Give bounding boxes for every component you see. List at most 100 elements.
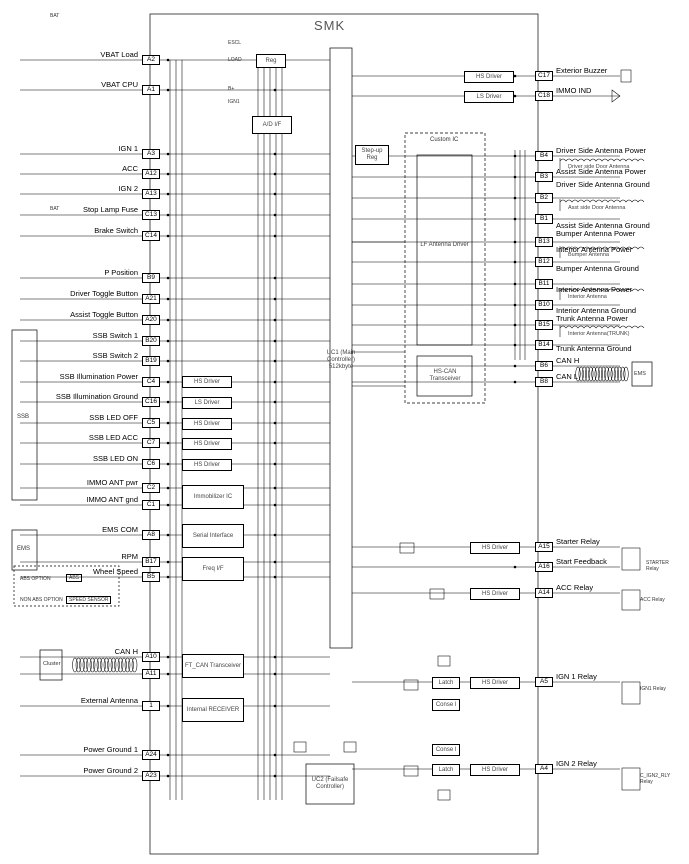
left-pin: A12	[142, 169, 160, 179]
left-signal-label: Brake Switch	[94, 226, 138, 235]
left-pin: B20	[142, 336, 160, 346]
ems2-box	[631, 361, 653, 387]
antenna-label: Asst side Door Antenna	[568, 205, 626, 211]
left-signal-label: CAN H	[114, 647, 138, 656]
right-pin: B4	[535, 151, 553, 161]
right-pin: A16	[535, 562, 553, 572]
left-signal-label: Wheel Speed	[92, 567, 138, 576]
right-extra-label: Bumper Antenna Ground	[556, 264, 639, 273]
ft-can-transceiver: FT_CAN Transceiver	[182, 654, 244, 678]
left-signal-label: SSB LED OFF	[89, 413, 138, 422]
right-signal-label: ACC Relay	[556, 583, 594, 592]
ign2-relay-label: C_IGN2_RLY Relay	[640, 773, 671, 785]
left-pin: C6	[142, 459, 160, 469]
starter-relay-label: STARTER Relay	[646, 560, 669, 572]
internal-receiver: Internal RECEIVER	[182, 698, 244, 722]
bplus-label: B+	[228, 86, 235, 92]
right-pin: B3	[535, 172, 553, 182]
left-pin: C1	[142, 500, 160, 510]
load-label: LOAD	[228, 57, 242, 63]
right-signal-label: Exterior Buzzer	[556, 66, 608, 75]
immobilizer-ic: Immobilizer IC	[182, 485, 244, 509]
right-signal-label: CAN H	[556, 356, 580, 365]
left-signal-label: SSB Illumination Ground	[55, 392, 138, 401]
reg-block: Reg	[256, 54, 286, 68]
right-extra-label: Driver Side Antenna Ground	[556, 180, 650, 189]
right-pin: B12	[535, 257, 553, 267]
left-pin: C2	[142, 483, 160, 493]
right-pin: B6	[535, 361, 553, 371]
hs-can-label: HS-CAN Transceiver	[429, 369, 461, 382]
right-pin: B8	[535, 377, 553, 387]
ems-label: EMS	[17, 546, 31, 552]
uc2-block	[305, 763, 355, 805]
left-signal-label: SSB LED ACC	[88, 433, 138, 442]
ems-box	[11, 529, 38, 571]
right-signal-label: Assist Side Antenna Power	[556, 167, 647, 176]
right-signal-label: Start Feedback	[556, 557, 607, 566]
left-signal-label: Stop Lamp Fuse	[82, 205, 138, 214]
right-signal-label: Driver Side Antenna Power	[556, 146, 647, 155]
right-pin: C17	[535, 71, 553, 81]
right-extra-label: Interior Antenna Ground	[556, 306, 637, 315]
right-pin: A5	[535, 677, 553, 687]
left-pin: C16	[142, 397, 160, 407]
left-pin: A21	[142, 294, 160, 304]
left-signal-label: VBAT Load	[100, 50, 138, 59]
consel-ign2: Conse l	[432, 744, 460, 756]
left-pin: B9	[142, 273, 160, 283]
hs-driver-led-off: HS Driver	[182, 418, 232, 430]
left-pin: B17	[142, 557, 160, 567]
right-pin: B13	[535, 237, 553, 247]
hs-driver-led-acc: HS Driver	[182, 438, 232, 450]
left-pin: A2	[142, 55, 160, 65]
latch-ign2: Latch	[432, 764, 460, 776]
right-pin: B1	[535, 214, 553, 224]
smk-title: SMK	[314, 18, 346, 33]
serial-interface: Serial Interface	[182, 524, 244, 548]
ems2-label: EMS	[634, 371, 646, 377]
left-signal-label: SSB Switch 1	[92, 331, 138, 340]
antenna-label: Driver side Door Antenna	[568, 164, 630, 170]
right-pin: B11	[535, 279, 553, 289]
left-pin: A10	[142, 652, 160, 662]
left-signal-label: Assist Toggle Button	[70, 310, 138, 319]
left-signal-label: IMMO ANT pwr	[86, 478, 138, 487]
hs-driver-led-on: HS Driver	[182, 459, 232, 471]
escl-label: ESCL	[228, 40, 242, 46]
right-extra-label: Interior Antenna Power	[556, 285, 633, 294]
left-pin: A1	[142, 85, 160, 95]
left-signal-label: SSB LED ON	[92, 454, 138, 463]
left-pin: B5	[142, 572, 160, 582]
right-extra-label: Trunk Antenna Power	[556, 314, 628, 323]
lf-driver-label: LF Antenna Driver	[420, 241, 469, 248]
left-pin: A23	[142, 771, 160, 781]
right-signal-label: IMMO IND	[556, 86, 592, 95]
left-pin: B19	[142, 356, 160, 366]
left-pin: A3	[142, 149, 160, 159]
right-pin: A14	[535, 588, 553, 598]
ad-if-block: A/D I/F	[252, 116, 292, 134]
right-extra-label: Assist Side Antenna Ground	[556, 221, 650, 230]
ssb-label: SSB	[17, 414, 30, 420]
abs-frame	[13, 565, 120, 607]
uc1-label: UC1 (Main Controller) 512kbyte	[326, 349, 356, 370]
right-signal-label: CAN L	[556, 372, 579, 381]
hs-driver-ign1: HS Driver	[470, 677, 520, 689]
hs-driver-buzzer: HS Driver	[464, 71, 514, 83]
ls-driver-ssb-ill-gnd: LS Driver	[182, 397, 232, 409]
left-signal-label: External Antenna	[80, 696, 138, 705]
right-extra-label: Trunk Antenna Ground	[556, 344, 632, 353]
left-signal-label: ACC	[122, 164, 138, 173]
cluster-box	[39, 649, 63, 681]
left-pin: A24	[142, 750, 160, 760]
abs-box: ABS	[66, 574, 83, 582]
left-signal-label: Power Ground 1	[83, 745, 138, 754]
left-pin: C5	[142, 418, 160, 428]
freq-if: Freq I/F	[182, 557, 244, 581]
left-pin: A8	[142, 530, 160, 540]
acc-relay-label: ACC Relay	[640, 597, 665, 603]
ign1-label: IGN1	[228, 99, 240, 105]
left-pin: 1	[142, 701, 160, 711]
